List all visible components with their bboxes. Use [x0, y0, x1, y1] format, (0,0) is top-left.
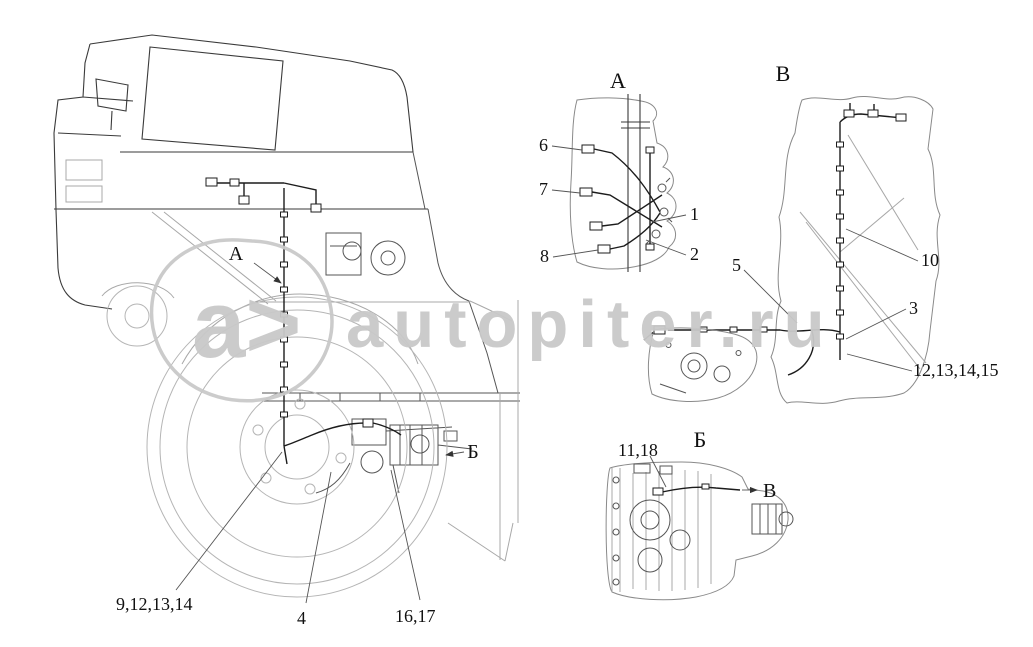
- bottom-leader-lines: [175, 451, 421, 604]
- callout-3: 3: [909, 298, 918, 318]
- watermark-site-text: autopiter.ru: [346, 287, 835, 362]
- truck-side-view: А Б 9,12,13,14 4 16,17: [53, 34, 520, 628]
- detail-b-title: Б: [694, 427, 707, 452]
- detail-a-wiring: [591, 148, 663, 250]
- detail-b-marker-v: В: [763, 480, 776, 502]
- watermark: a> autopiter.ru: [149, 238, 835, 403]
- detail-a-leaders: [551, 145, 687, 258]
- callout-12-13-14-15: 12,13,14,15: [913, 360, 999, 380]
- cab-window: [141, 46, 284, 151]
- detail-a-frame: [621, 94, 650, 272]
- detail-v-gearbox: [647, 327, 758, 402]
- detail-v-outline: [770, 95, 941, 404]
- detail-b-harness: [661, 486, 741, 493]
- detail-view-b: Б 11,18 В: [605, 427, 794, 601]
- detail-v-leaders: [743, 228, 919, 372]
- callout-10: 10: [921, 250, 939, 270]
- construction-lines: [65, 159, 519, 562]
- rear-wheel: [146, 296, 448, 598]
- detail-v-title: В: [776, 61, 791, 86]
- detail-a-outline: [569, 97, 677, 270]
- view-marker-a: А: [229, 243, 244, 265]
- watermark-blob: [149, 238, 334, 403]
- watermark-logo: a>: [192, 271, 301, 378]
- callout-1: 1: [690, 204, 699, 224]
- cab-outline: [53, 34, 428, 310]
- marker-a-arrow: [253, 262, 282, 284]
- callout-5: 5: [732, 255, 741, 275]
- detail-view-a: А 6 7 8 1 2: [539, 68, 699, 272]
- chassis-lines: [262, 151, 520, 494]
- callout-11-18: 11,18: [618, 440, 658, 460]
- callout-8: 8: [540, 246, 549, 266]
- callout-2: 2: [690, 244, 699, 264]
- detail-b-connectors: [652, 483, 710, 496]
- view-marker-b: Б: [467, 441, 478, 463]
- detail-v-construction: [799, 134, 927, 370]
- detail-a-connectors: [579, 144, 655, 254]
- callout-6: 6: [539, 135, 548, 155]
- callout-9-12-13-14: 9,12,13,14: [116, 594, 193, 614]
- detail-v-connectors: [653, 109, 907, 340]
- callout-16-17: 16,17: [395, 606, 436, 626]
- callout-7: 7: [539, 179, 548, 199]
- detail-b-leader: [649, 455, 667, 488]
- front-wheel: [106, 285, 168, 347]
- callout-4: 4: [297, 608, 306, 628]
- detail-a-title: А: [610, 68, 626, 93]
- marker-b-arrow: [445, 450, 465, 457]
- detail-b-details: [612, 463, 794, 586]
- detail-view-v: В 10 3 12,13,14,15 5: [643, 61, 999, 404]
- detail-v-gear-details: [659, 342, 742, 394]
- detail-a-bolts: [645, 177, 673, 245]
